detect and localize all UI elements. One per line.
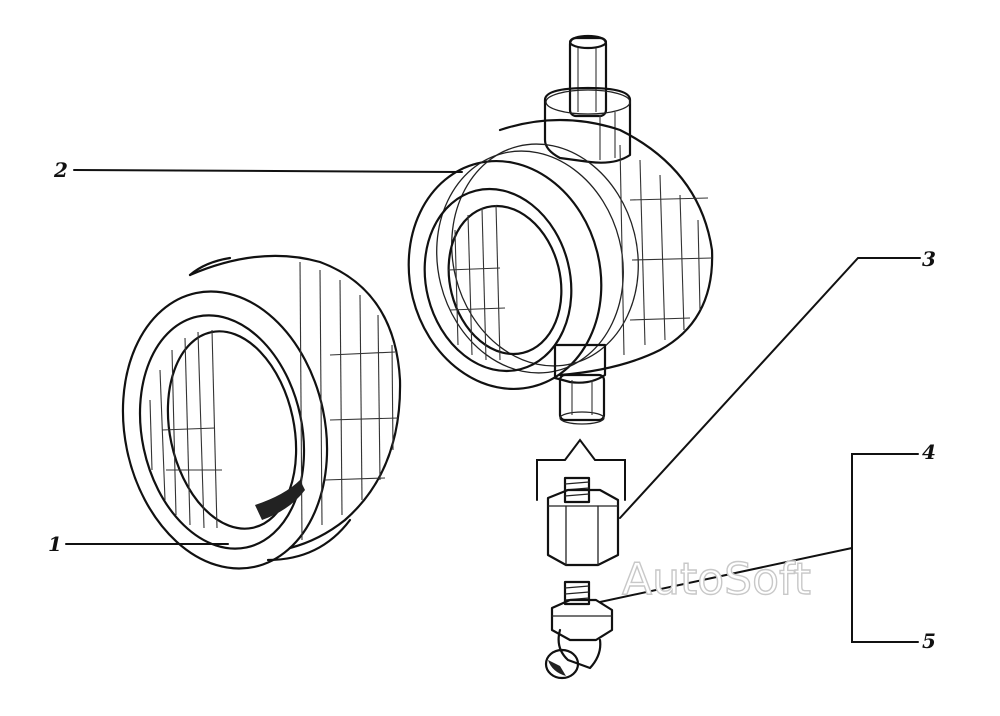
callout-2: 2	[53, 158, 68, 182]
adapter-bracket	[536, 438, 626, 501]
leader-2	[73, 169, 463, 173]
nipple-cap	[544, 648, 580, 680]
housing-shading	[619, 144, 713, 356]
nipple-thread	[563, 580, 591, 606]
housing-bore-shading	[447, 204, 506, 361]
hex-adapter	[536, 438, 626, 567]
callout-5: 5	[922, 629, 936, 653]
grease-nipple	[544, 580, 614, 680]
leader-4-5	[599, 547, 853, 603]
bushing-ring	[121, 254, 402, 570]
callout-leaders	[65, 169, 921, 643]
top-boss	[543, 86, 632, 164]
leader-3	[619, 257, 921, 519]
callout-4: 4	[922, 440, 936, 464]
ring-bore-shading	[149, 329, 222, 529]
bottom-pin	[558, 373, 606, 422]
nipple-elbow	[557, 628, 602, 670]
nipple-hex	[550, 598, 614, 642]
watermark-text: AutoSoft	[622, 554, 811, 605]
bottom-boss	[553, 343, 607, 384]
bearing-housing	[407, 34, 714, 425]
top-pin	[568, 36, 608, 118]
ring-shading	[299, 261, 399, 541]
callout-3: 3	[922, 247, 936, 271]
adapter-hex-body	[546, 488, 620, 567]
leader-bracket-4-5	[851, 453, 919, 643]
callout-1: 1	[48, 532, 62, 556]
